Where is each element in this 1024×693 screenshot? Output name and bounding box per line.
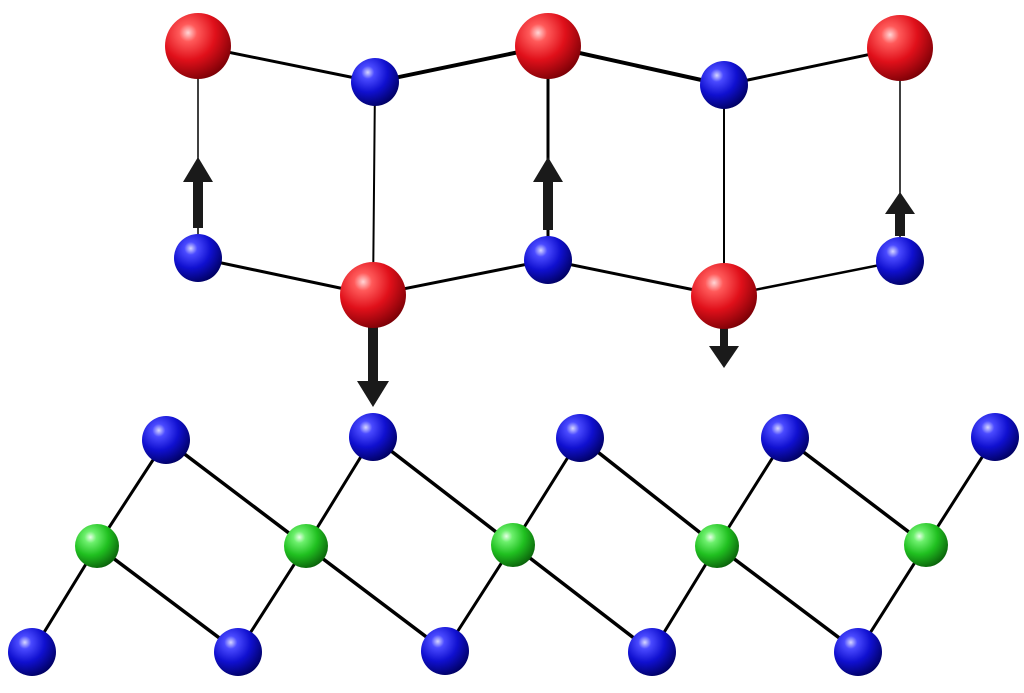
atom-red [515,13,581,79]
bond-line [371,435,515,547]
down-arrow [709,327,739,368]
bond-line [164,438,308,548]
up-arrow [533,157,563,230]
bond-line [304,544,447,653]
atom-blue [700,61,748,109]
atom-blue [524,236,572,284]
bond-line [511,543,654,654]
atom-red [165,13,231,79]
atom-blue [214,628,262,676]
atom-red [691,263,757,329]
bond-line [372,81,376,296]
atom-green [284,524,328,568]
atoms-group [8,13,1019,676]
atom-blue [142,416,190,464]
atom-blue [349,413,397,461]
atom-green [695,524,739,568]
atom-green [904,523,948,567]
bond-line [783,436,928,547]
atom-blue [174,234,222,282]
atom-red [340,262,406,328]
bond-line [578,436,719,548]
atom-blue [876,237,924,285]
displacement-arrows-group [183,157,915,407]
atom-blue [834,628,882,676]
down-arrow [357,325,389,407]
atom-blue [971,413,1019,461]
atom-blue [421,627,469,675]
atom-blue [628,628,676,676]
atom-blue [351,58,399,106]
atom-green [491,523,535,567]
up-arrow [183,157,213,228]
atom-blue [556,414,604,462]
atom-green [75,524,119,568]
bond-line [95,544,240,654]
atom-blue [761,414,809,462]
atom-blue [8,628,56,676]
atom-red [867,15,933,81]
up-arrow [885,192,915,236]
bond-line [715,544,860,654]
